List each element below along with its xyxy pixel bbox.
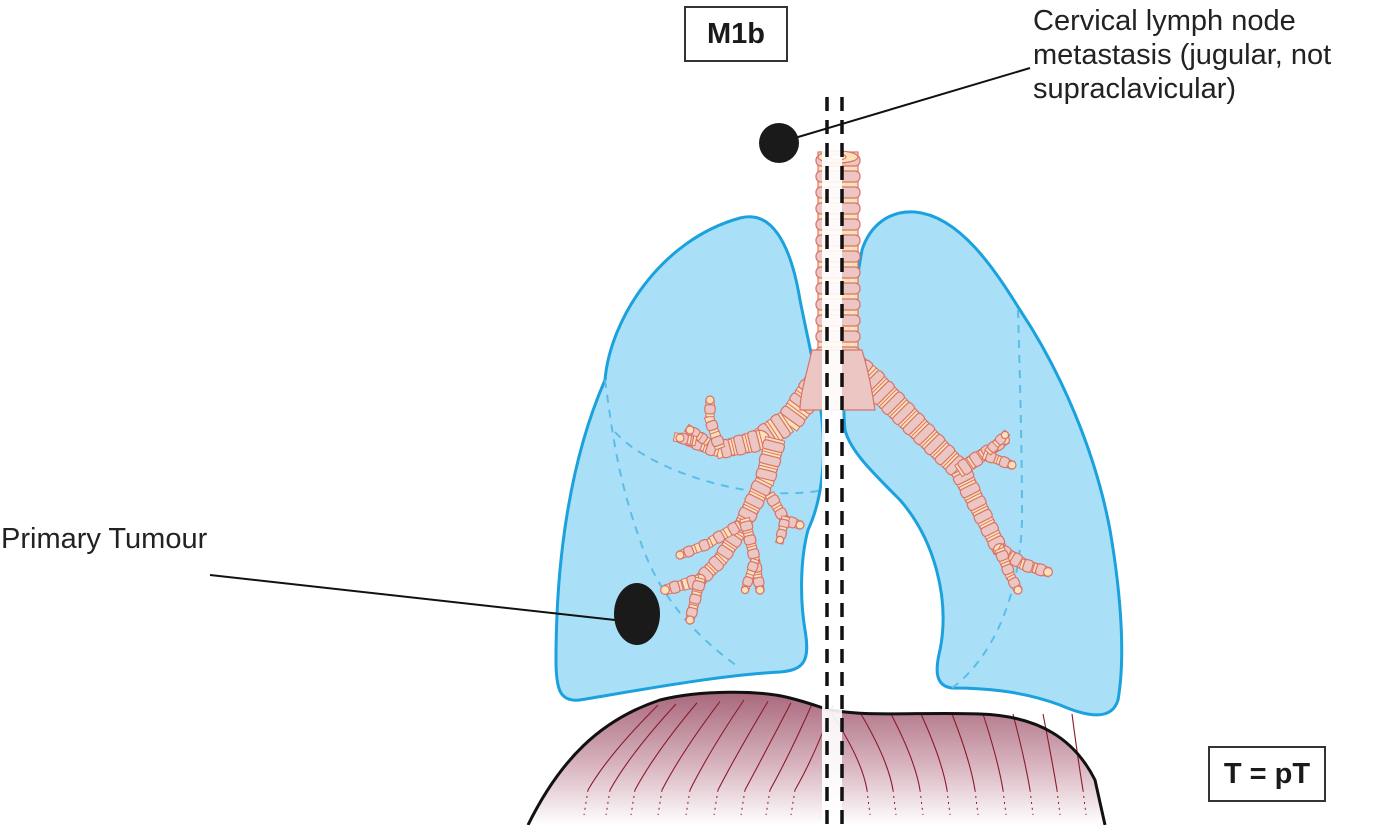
bronchus-end [1007, 460, 1017, 470]
bronchial-tree [659, 347, 1053, 625]
primary-tumour-leader-line [209, 574, 616, 621]
bronchus-segment [707, 528, 729, 547]
diaphragm-fiber-line [634, 702, 698, 791]
diaphragm-fiber-dotted [583, 789, 589, 816]
bronchus-segment [746, 544, 761, 565]
diaphragm-fiber-line [860, 713, 894, 791]
diaphragm-fiber-line [1042, 713, 1058, 791]
diaphragm-fiber-dotted [1002, 789, 1007, 816]
bronchus-segment [709, 429, 726, 451]
diaphragm-fiber-dotted [1082, 789, 1087, 816]
bronchus-end [659, 584, 670, 595]
diaphragm-fiber-dotted [974, 789, 979, 816]
diaphragm-fiber-line [717, 701, 769, 791]
diaphragm-fiber-dotted [1029, 789, 1034, 816]
diaphragm-fiber-line [587, 704, 659, 791]
diaphragm-fiber-dotted [946, 789, 951, 816]
diaphragm-fiber-dotted [765, 789, 771, 816]
bronchus-end [675, 433, 685, 443]
diaphragm-fiber-dotted [713, 789, 719, 816]
diaphragm-fiber-line [920, 713, 948, 791]
cervical-leader-line [777, 67, 1031, 144]
diaphragm-fiber-dotted [892, 789, 897, 816]
bronchus-end [740, 585, 750, 595]
diaphragm-fiber-dotted [630, 789, 636, 816]
bronchus-end [775, 535, 785, 545]
bronchus-segment [703, 414, 720, 435]
right-lung [554, 215, 825, 702]
left-lung [842, 210, 1124, 717]
bronchus-segment [765, 411, 795, 442]
bronchus-end [705, 395, 715, 405]
diaphragm-fiber-line [689, 699, 745, 791]
bronchus-end [1042, 566, 1053, 577]
bronchus-segment [693, 537, 714, 554]
midline-dashed-lines [822, 95, 844, 825]
bronchus-segment [687, 590, 703, 610]
t-equals-pt-label: T = pT [1223, 757, 1311, 790]
bronchus-end [675, 550, 685, 560]
diaphragm-fiber-line [890, 713, 921, 791]
diaphragm [526, 690, 1107, 825]
primary-tumour-label: Primary Tumour [1, 523, 208, 555]
diaphragm-fiber-dotted [605, 789, 611, 816]
bronchus-end [755, 585, 765, 595]
diaphragm-fiber-line [982, 713, 1004, 791]
diaphragm-fiber-dotted [685, 789, 691, 816]
bronchus-end [685, 615, 695, 625]
t-equals-pt-box: T = pT [1208, 746, 1326, 802]
cervical-lymph-node-lesion [759, 123, 799, 163]
diaphragm-fiber-line [1012, 713, 1031, 791]
bronchus-end [1000, 430, 1010, 440]
diaphragm-fiber-line [951, 713, 976, 791]
cervical-label-line-2: metastasis (jugular, not [1033, 39, 1332, 71]
diaphragm-fiber-line [769, 703, 813, 791]
primary-tumour-lesion [614, 583, 660, 645]
diaphragm-fiber-line [609, 703, 677, 791]
bronchus-end [795, 520, 805, 530]
diaphragm-fiber-line [744, 702, 792, 791]
diaphragm-fiber-dotted [657, 789, 663, 816]
bronchus-end [1013, 585, 1023, 595]
bronchus-segment [878, 388, 910, 420]
diaphragm-fiber-dotted [919, 789, 924, 816]
diaphragm-fiber-dotted [1056, 789, 1061, 816]
m1b-label: M1b [707, 17, 765, 50]
cervical-label-line-1: Cervical lymph node [1033, 5, 1296, 37]
bronchus-segment [899, 409, 930, 440]
cervical-label-line-3: supraclavicular) [1033, 73, 1237, 105]
diaphragm-fiber-dotted [740, 789, 746, 816]
bronchus-end [685, 425, 695, 435]
diaphragm-fiber-dotted [790, 789, 796, 816]
diaphragm-fiber-line [661, 701, 721, 791]
cervical-lymph-node-label: Cervical lymph node metastasis (jugular,… [1033, 4, 1331, 106]
bronchus-segment [663, 579, 684, 596]
m1b-stage-box: M1b [684, 6, 788, 62]
diaphragm-fiber-dotted [866, 789, 871, 816]
